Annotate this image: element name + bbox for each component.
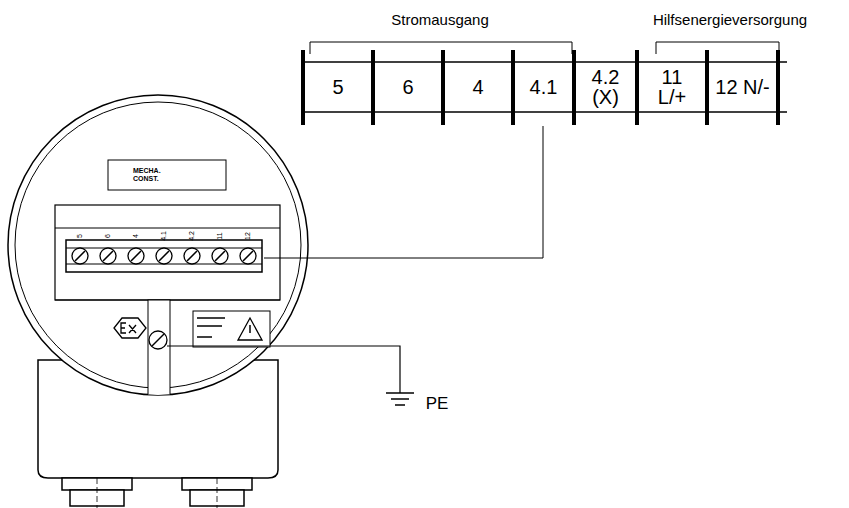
terminal-mark: 4.1 bbox=[160, 231, 168, 241]
terminal-screw bbox=[72, 248, 88, 264]
terminal-number: 6 bbox=[381, 77, 435, 97]
leader-line bbox=[264, 126, 543, 258]
terminal-block bbox=[66, 240, 262, 272]
ground-label: PE bbox=[426, 395, 449, 413]
terminal-screw bbox=[100, 248, 116, 264]
terminal-cell: 4.1 bbox=[516, 63, 571, 111]
group-label: Hilfsenergieversorgung bbox=[653, 12, 807, 28]
terminal-separator bbox=[635, 50, 639, 125]
terminal-screw bbox=[128, 248, 144, 264]
terminal-number: 4.2 (X) bbox=[582, 67, 629, 107]
plate-text: MECHA. CONST. bbox=[133, 167, 167, 183]
terminal-number: 4.1 bbox=[521, 77, 566, 97]
terminal-cell: 12 N/- bbox=[710, 63, 775, 111]
terminal-screw bbox=[240, 248, 256, 264]
terminal-separator bbox=[441, 50, 445, 125]
terminal-mark: 12 bbox=[244, 232, 252, 240]
housing bbox=[8, 95, 308, 508]
terminal-cell: 4.2 (X) bbox=[577, 63, 634, 111]
ex-symbol bbox=[114, 318, 146, 338]
terminal-separator bbox=[776, 50, 780, 125]
terminal-mark: 6 bbox=[104, 234, 112, 238]
housing-interior bbox=[55, 205, 280, 400]
terminal-separator bbox=[705, 50, 709, 125]
terminal-number: 11 L/+ bbox=[645, 67, 699, 107]
terminal-cell: 11 L/+ bbox=[640, 63, 704, 111]
terminal-separator bbox=[371, 50, 375, 125]
terminal-screw bbox=[156, 248, 172, 264]
terminal-strip bbox=[302, 50, 787, 125]
terminal-number: 5 bbox=[311, 77, 365, 97]
terminal-number: 12 N/- bbox=[715, 77, 770, 97]
terminal-number: 4 bbox=[451, 77, 505, 97]
terminal-screw bbox=[212, 248, 228, 264]
terminal-screw bbox=[184, 248, 200, 264]
group-label: Stromausgang bbox=[391, 12, 489, 28]
terminal-separator bbox=[572, 50, 576, 125]
terminal-separator bbox=[301, 50, 305, 125]
terminal-mark: 4 bbox=[132, 234, 140, 238]
terminal-mark: 5 bbox=[76, 234, 84, 238]
warning-plate bbox=[193, 311, 270, 347]
earth-screw bbox=[149, 331, 167, 349]
terminal-mark: 4.2 bbox=[188, 231, 196, 241]
label-plate bbox=[108, 160, 226, 190]
ground-symbol bbox=[167, 346, 414, 405]
terminal-cell: 4 bbox=[446, 63, 510, 111]
terminal-mark: 11 bbox=[216, 232, 224, 239]
terminal-cell: 5 bbox=[306, 63, 370, 111]
terminal-cell: 6 bbox=[376, 63, 440, 111]
terminal-screws bbox=[72, 248, 256, 264]
terminal-separator bbox=[511, 50, 515, 125]
